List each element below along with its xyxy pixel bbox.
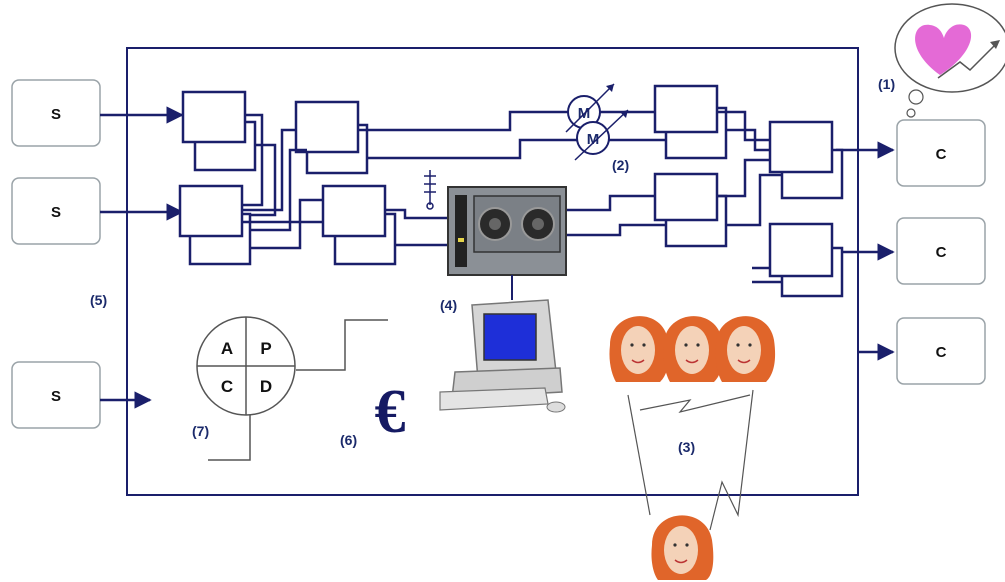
person-icon [609,316,670,382]
organization-boundary [126,47,859,496]
process-box [178,184,244,238]
euro-symbol: € [375,378,406,446]
annotation-4: (4) [440,297,457,313]
person-icon [663,316,724,382]
customer-label: C [936,244,947,261]
person-icon [715,316,776,382]
supplier-box: S [11,361,101,429]
pdca-check: C [221,377,233,396]
customer-box: C [896,317,986,385]
annotation-6: (6) [340,432,357,448]
measure-label: M [587,131,600,148]
process-boxes [178,84,844,298]
pdca-cycle: A P C D [196,316,296,416]
supplier-box: S [11,177,101,245]
tape-server-icon [447,186,567,276]
measurement-gauge: M [574,109,629,161]
annotation-1: (1) [878,76,895,92]
measurement-gauge: M [565,83,615,133]
customer-box: C [896,119,986,187]
annotation-7: (7) [192,423,209,439]
communication-bolt [709,389,754,531]
team-faces [609,316,776,382]
supplier-box: S [11,79,101,147]
customer-label: C [936,344,947,361]
pdca-act: A [221,339,233,358]
pdca-connector [296,319,388,371]
annotation-3: (3) [678,439,695,455]
process-box [768,222,834,278]
pdca-connector [208,415,251,461]
process-box [321,184,387,238]
communication-line [627,394,651,516]
supplier-label: S [51,106,61,123]
person-icon [651,515,714,580]
heart-icon [915,24,972,75]
communication-bolt [639,394,751,414]
thought-bubble [894,3,1005,118]
annotation-5: (5) [90,292,107,308]
pdca-plan: P [260,339,271,358]
process-box [294,100,360,154]
process-box [653,172,719,222]
computer-icon [439,299,566,413]
customer-label: C [936,146,947,163]
annotation-2: (2) [612,157,629,173]
pdca-do: D [260,377,272,396]
process-box [181,90,247,144]
antenna-icon [424,170,436,210]
supplier-label: S [51,388,61,405]
customer-box: C [896,217,986,285]
process-box [768,120,834,174]
process-box [653,84,719,134]
supplier-label: S [51,204,61,221]
